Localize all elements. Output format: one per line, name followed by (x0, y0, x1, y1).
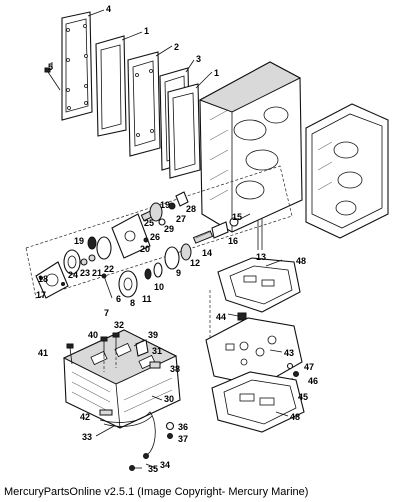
callout-29: 29 (164, 224, 174, 234)
callout-34: 34 (160, 460, 170, 470)
image-caption: MercuryPartsOnline v2.5.1 (Image Copyrig… (4, 486, 309, 498)
callout-45: 45 (298, 392, 308, 402)
plunger-6 (118, 270, 138, 298)
washer-11-12 (144, 262, 163, 280)
callout-3: 3 (196, 54, 201, 64)
callout-11: 11 (142, 294, 152, 304)
diaphragm-19a (63, 249, 81, 275)
piston-10-9 (164, 243, 192, 270)
check-valves-23-24 (80, 254, 96, 266)
fitting-27-28-29 (158, 191, 189, 226)
callout-21: 21 (92, 268, 102, 278)
callout-7: 7 (104, 308, 109, 318)
callout-46: 46 (308, 376, 318, 386)
gasket-48-upper (217, 257, 301, 313)
crankcase-block (198, 61, 303, 250)
callout-44: 44 (216, 312, 226, 322)
callout-16: 16 (228, 236, 238, 246)
callout-43: 43 (284, 348, 294, 358)
ring-21 (87, 236, 97, 250)
callout-39: 39 (148, 330, 158, 340)
callout-10: 10 (154, 282, 164, 292)
fittings-35-36-37 (129, 421, 175, 471)
callout-37: 37 (178, 434, 188, 444)
assembly-outline (25, 165, 293, 299)
callout-1-top: 1 (144, 26, 149, 36)
callout-41: 41 (38, 348, 48, 358)
pump-body-20 (111, 213, 151, 259)
callout-31: 31 (152, 346, 162, 356)
callout-13: 13 (256, 252, 266, 262)
cover-plate-4 (61, 11, 93, 121)
callout-42: 42 (80, 412, 90, 422)
callout-36: 36 (178, 422, 188, 432)
gasket-1-upper (95, 35, 127, 137)
screw-7 (101, 273, 113, 299)
plug-44 (237, 312, 247, 321)
gasket-48-lower (211, 371, 305, 433)
callout-26: 26 (150, 232, 160, 242)
callout-18: 18 (38, 274, 48, 284)
callout-5: 5 (48, 62, 53, 72)
bolt-5 (44, 67, 61, 91)
callout-22: 22 (104, 264, 114, 274)
callout-8: 8 (130, 298, 135, 308)
screen-19b (149, 202, 163, 222)
callout-25: 25 (144, 218, 154, 228)
drain-tube-33-34 (99, 411, 156, 459)
fitting-38 (149, 361, 161, 369)
callout-48-upper: 48 (296, 256, 306, 266)
callout-23: 23 (80, 268, 90, 278)
clip-31-39 (133, 339, 149, 357)
callout-30: 30 (164, 394, 174, 404)
callout-35: 35 (148, 464, 158, 474)
valve-14-15-16 (211, 213, 251, 239)
callout-4: 4 (106, 4, 111, 14)
callout-40: 40 (88, 330, 98, 340)
pump-cover-17 (35, 261, 69, 299)
hose-42 (99, 409, 113, 416)
gasket-1-lower (167, 83, 201, 179)
callout-38: 38 (170, 364, 180, 374)
callout-24: 24 (68, 270, 78, 280)
callout-6: 6 (116, 294, 121, 304)
spring-13 (192, 230, 214, 244)
exploded-parts-diagram: 4 1 2 3 1 5 19 25 26 29 27 28 20 19 22 2… (25, 4, 389, 474)
callout-19-upper: 19 (160, 200, 170, 210)
callout-1-second: 1 (214, 68, 219, 78)
callout-48-lower: 48 (290, 412, 300, 422)
callout-19-lower: 19 (74, 236, 84, 246)
callout-15: 15 (232, 212, 242, 222)
callout-32: 32 (114, 320, 124, 330)
callout-numbers: 4 1 2 3 1 5 19 25 26 29 27 28 20 19 22 2… (36, 4, 318, 474)
callout-17: 17 (36, 290, 46, 300)
callout-28: 28 (186, 204, 196, 214)
cylinder-block (305, 103, 389, 239)
bolts-32-40-41 (66, 332, 120, 372)
callout-14: 14 (202, 248, 212, 258)
gasket-22 (96, 236, 112, 260)
callout-12: 12 (190, 258, 200, 268)
leader-lines (51, 9, 289, 469)
callout-33: 33 (82, 432, 92, 442)
callout-9: 9 (176, 268, 181, 278)
callout-27: 27 (176, 214, 186, 224)
callout-2: 2 (174, 42, 179, 52)
callout-20: 20 (140, 244, 150, 254)
plate-2 (127, 51, 161, 157)
callout-47: 47 (304, 362, 314, 372)
intake-housing-30 (62, 329, 181, 429)
adapter-plate-43 (205, 290, 303, 387)
